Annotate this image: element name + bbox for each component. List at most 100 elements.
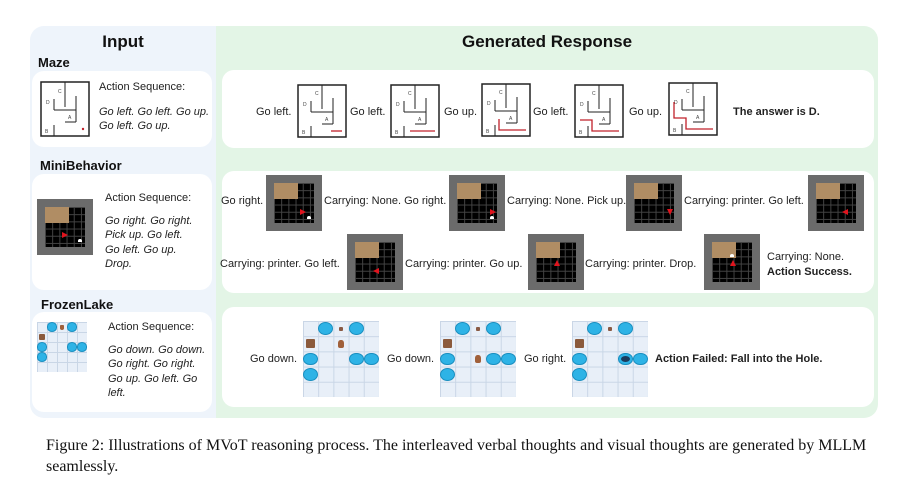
svg-text:A: A bbox=[509, 116, 513, 122]
maze-step-image: C D A B bbox=[668, 82, 718, 136]
maze-path bbox=[498, 119, 526, 131]
minibehavior-step-label: Carrying: None. Go right. bbox=[324, 195, 447, 207]
chest-icon bbox=[443, 339, 453, 349]
maze-step-image: C D A B bbox=[574, 84, 624, 138]
agent-arrow-right-icon bbox=[62, 232, 68, 238]
frozenlake-step-label: Go down. bbox=[250, 353, 298, 365]
svg-text:C: C bbox=[315, 91, 319, 97]
frozenlake-sequence-line: Go down. Go down. bbox=[108, 343, 206, 356]
hole-icon bbox=[500, 352, 516, 366]
svg-text:A: A bbox=[418, 117, 422, 123]
frozenlake-input-image bbox=[36, 322, 88, 372]
minibehavior-step-image bbox=[528, 234, 584, 290]
frozenlake-step-image bbox=[303, 321, 379, 397]
svg-text:C: C bbox=[499, 90, 503, 96]
maze-step-label: Go left. bbox=[350, 106, 386, 118]
chest-icon bbox=[39, 334, 45, 340]
hole-icon bbox=[572, 352, 588, 366]
maze-step-image: C D A B bbox=[481, 83, 531, 137]
maze-input-image: C D A B bbox=[40, 81, 90, 137]
agent-arrow-left-icon bbox=[373, 268, 379, 274]
maze-action-sequence: Go left. Go left. Go up. Go left. Go up. bbox=[99, 105, 210, 133]
goal-icon bbox=[339, 326, 343, 331]
table-object bbox=[45, 207, 69, 223]
maze-step-label: Go up. bbox=[444, 106, 478, 118]
maze-step-label: Go left. bbox=[256, 106, 292, 118]
printer-object bbox=[490, 216, 494, 219]
minibehavior-sequence-line: Pick up. Go left. bbox=[105, 229, 183, 241]
maze-label-c: C bbox=[58, 89, 62, 95]
maze-path bbox=[580, 119, 619, 132]
player-icon bbox=[337, 340, 345, 348]
minibehavior-result: Action Success. bbox=[767, 266, 852, 278]
table-object bbox=[634, 183, 658, 199]
agent-arrow-up-icon bbox=[554, 260, 560, 266]
svg-text:D: D bbox=[303, 102, 307, 108]
hole-icon bbox=[363, 352, 379, 366]
minibehavior-step-image bbox=[266, 175, 322, 231]
svg-text:D: D bbox=[487, 101, 491, 107]
svg-text:D: D bbox=[580, 102, 584, 108]
input-column-title: Input bbox=[102, 32, 144, 51]
agent-arrow-right-icon bbox=[300, 209, 306, 215]
hole-icon bbox=[348, 352, 364, 366]
minibehavior-step-label: Carrying: printer. Go left. bbox=[220, 258, 340, 270]
minibehavior-step-label: Carrying: printer. Go left. bbox=[684, 195, 804, 207]
frozenlake-sequence-line: Go up. Go left. Go bbox=[108, 372, 198, 385]
frozenlake-sequence-line: Go right. Go right. bbox=[108, 358, 196, 370]
minibehavior-step-image bbox=[808, 175, 864, 231]
frozenlake-step-label: Go down. bbox=[387, 353, 435, 365]
maze-step-label: Go up. bbox=[629, 106, 663, 118]
hole-icon bbox=[36, 352, 48, 362]
hole-icon bbox=[76, 342, 88, 352]
player-fallen-icon bbox=[620, 355, 630, 363]
hole-icon bbox=[455, 322, 471, 336]
agent-arrow-left-icon bbox=[842, 209, 848, 215]
maze-start-dot bbox=[81, 127, 85, 131]
maze-result: The answer is D. bbox=[733, 106, 820, 118]
minibehavior-step-image bbox=[449, 175, 505, 231]
printer-object bbox=[307, 216, 311, 219]
svg-text:C: C bbox=[408, 91, 412, 97]
hole-icon bbox=[440, 367, 456, 381]
svg-text:D: D bbox=[396, 102, 400, 108]
svg-text:B: B bbox=[486, 129, 490, 135]
minibehavior-step-label: Carrying: printer. Go up. bbox=[405, 258, 523, 270]
hole-icon bbox=[36, 342, 48, 352]
hole-icon bbox=[632, 352, 648, 366]
minibehavior-sequence-line: Go left. Go up. bbox=[105, 243, 177, 256]
goal-icon bbox=[608, 326, 612, 331]
frozenlake-action-heading: Action Sequence: bbox=[108, 321, 195, 333]
svg-text:C: C bbox=[592, 91, 596, 97]
maze-input-text: Action Sequence: Go left. Go left. Go up… bbox=[99, 80, 211, 134]
svg-text:C: C bbox=[686, 89, 690, 95]
svg-text:A: A bbox=[696, 115, 700, 121]
player-icon bbox=[474, 355, 482, 363]
maze-path bbox=[673, 102, 713, 130]
chest-icon bbox=[575, 339, 585, 349]
table-object bbox=[355, 242, 379, 258]
svg-text:B: B bbox=[673, 128, 677, 134]
agent-arrow-right-icon bbox=[490, 209, 496, 215]
minibehavior-section-label: MiniBehavior bbox=[40, 158, 122, 173]
hole-icon bbox=[617, 322, 633, 336]
minibehavior-step-image bbox=[626, 175, 682, 231]
minibehavior-step-label: Go right. bbox=[221, 195, 264, 207]
hole-icon bbox=[485, 352, 501, 366]
minibehavior-action-heading: Action Sequence: bbox=[105, 192, 192, 204]
hole-icon bbox=[46, 322, 58, 332]
maze-step-image: C D A B bbox=[390, 84, 440, 138]
hole-icon bbox=[318, 322, 334, 336]
chest-icon bbox=[306, 339, 316, 349]
maze-section-label: Maze bbox=[38, 55, 70, 70]
table-object bbox=[274, 183, 298, 199]
svg-text:D: D bbox=[674, 100, 678, 106]
maze-action-heading: Action Sequence: bbox=[99, 81, 186, 93]
svg-text:A: A bbox=[602, 117, 606, 123]
hole-icon bbox=[303, 367, 319, 381]
frozenlake-step-image bbox=[572, 321, 648, 397]
minibehavior-sequence-line: Go right. Go right. bbox=[105, 214, 193, 227]
minibehavior-final-state: Carrying: None. bbox=[767, 251, 845, 263]
svg-text:B: B bbox=[395, 130, 399, 136]
maze-label-d: D bbox=[46, 100, 50, 106]
